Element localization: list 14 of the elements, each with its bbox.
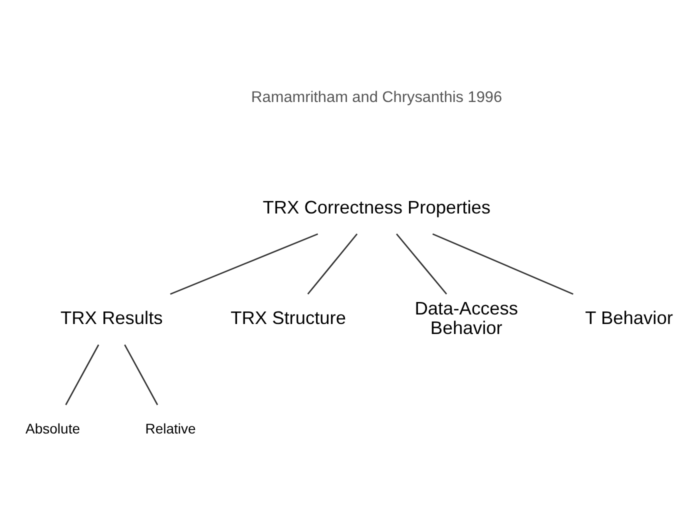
connector — [307, 234, 358, 295]
connector — [396, 234, 448, 295]
connector — [432, 233, 574, 295]
node-text: T Behavior — [585, 308, 673, 328]
node-text: Data-Access Behavior — [414, 298, 518, 338]
label: Ramamritham and Chrysanthis 1996 — [251, 88, 502, 106]
node-text: TRX Correctness Properties — [262, 197, 491, 218]
node-text: Relative — [145, 420, 196, 437]
connector — [65, 344, 100, 406]
node-text: Absolute — [25, 420, 80, 437]
connector — [124, 344, 158, 406]
connector — [170, 233, 318, 295]
node-text: TRX Results — [60, 308, 163, 328]
node-text: TRX Structure — [230, 308, 346, 328]
